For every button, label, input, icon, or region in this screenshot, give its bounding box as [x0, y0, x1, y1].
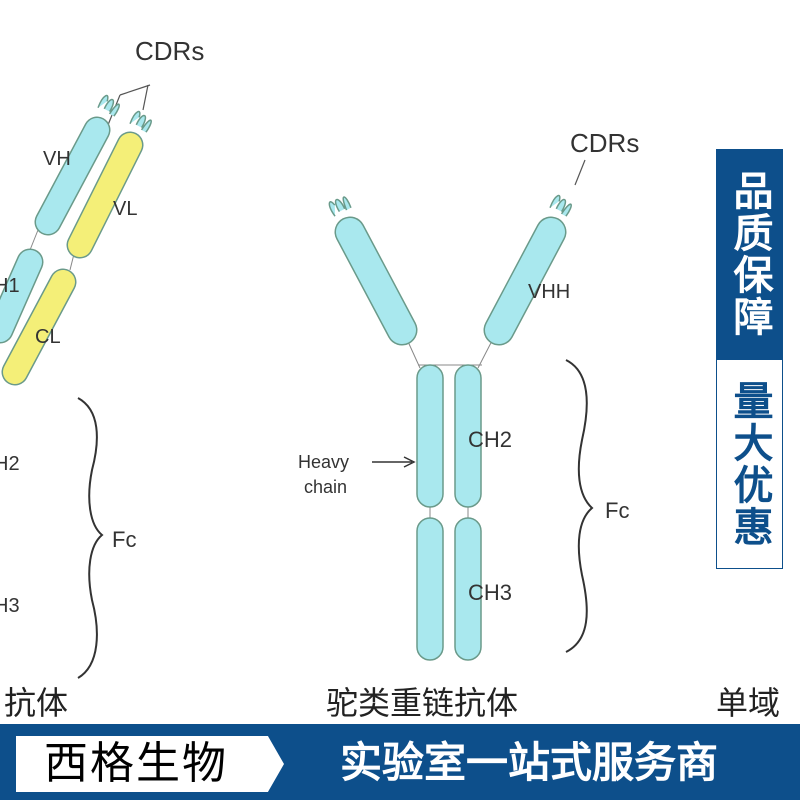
quality-badge: 品质保障: [716, 149, 783, 359]
quality-badge-text: 品质保障: [726, 170, 773, 338]
vh-label: VH: [43, 148, 71, 170]
cdr-tips: [96, 93, 123, 118]
vhh-right-arm: [483, 216, 567, 346]
left-antibody: CDRs VH VL H1 CL H2 H3 Fc: [0, 36, 204, 679]
center-antibody: CDRs VHH Heavy chain CH2 CH3 Fc: [298, 128, 639, 661]
brand-name: 西格生物: [16, 736, 284, 792]
ch2-label: CH2: [468, 427, 512, 452]
cdrs-label: CDRs: [570, 128, 639, 158]
vl-domain: [66, 131, 144, 259]
center-caption: 驼类重链抗体: [326, 684, 519, 722]
fc-brace: [77, 397, 104, 679]
ch1-domain: [0, 248, 44, 344]
ch2-label: H2: [0, 453, 20, 475]
ch2-domains: [416, 364, 482, 508]
cdr-tips: [326, 193, 353, 218]
cdr-tips: [548, 193, 575, 218]
cdr-tips: [128, 109, 155, 134]
fc-label: Fc: [605, 498, 629, 523]
ch3-label: CH3: [468, 580, 512, 605]
heavy-chain-label: chain: [304, 477, 347, 497]
bottom-banner: 西格生物 实验室一站式服务商: [0, 724, 800, 800]
discount-badge: 量大优惠: [716, 359, 783, 569]
vl-label: VL: [113, 198, 137, 220]
vhh-left-arm: [334, 216, 418, 346]
cl-label: CL: [35, 326, 61, 348]
vhh-label: VHH: [528, 281, 570, 303]
vh-domain: [34, 116, 111, 236]
fc-brace: [565, 359, 594, 653]
ch1-label: H1: [0, 275, 20, 297]
ch3-domains: [416, 517, 482, 661]
discount-badge-text: 量大优惠: [726, 380, 773, 548]
ch3-label: H3: [0, 595, 20, 617]
right-caption: 单域: [716, 684, 781, 722]
cl-domain: [1, 268, 77, 386]
slogan: 实验室一站式服务商: [340, 738, 719, 787]
heavy-chain-label: Heavy: [298, 452, 349, 472]
left-caption: 抗体: [4, 684, 69, 722]
cdrs-label: CDRs: [135, 36, 204, 66]
fc-label: Fc: [112, 527, 136, 552]
